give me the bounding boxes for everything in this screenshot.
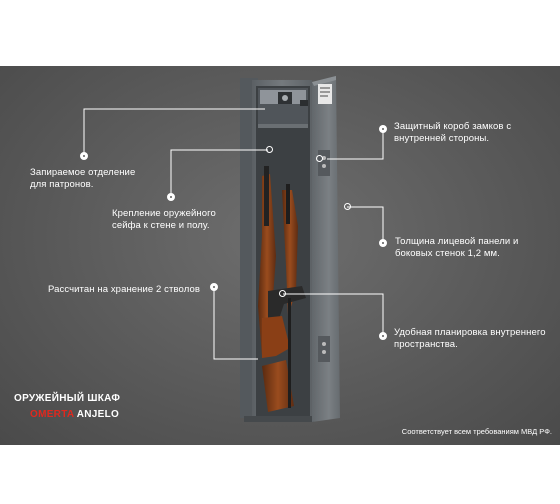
capacity-label: Рассчитан на хранение 2 стволов <box>48 284 200 295</box>
cartridge-compartment <box>258 88 308 128</box>
callout-lines <box>83 108 384 360</box>
lock-box-dot <box>379 125 387 133</box>
brand-name-red: OMERTA <box>30 409 75 420</box>
wall-mount-dot <box>167 193 175 201</box>
safe-illustration <box>83 76 384 422</box>
lock-box-label: Защитный короб замков с внутренней сторо… <box>394 121 512 144</box>
capacity-dot <box>210 283 218 291</box>
product-panel: Запираемое отделение для патронов. Крепл… <box>0 66 560 445</box>
cartridge-compartment-dot <box>80 152 88 160</box>
product-title: ОРУЖЕЙНЫЙ ШКАФ <box>14 393 121 404</box>
cartridge-compartment-label: Запираемое отделение для патронов. <box>30 167 136 190</box>
layout-anchor-dot <box>279 290 286 297</box>
thickness-anchor-dot <box>344 203 351 210</box>
product-brand: OMERTA ANJELO <box>30 409 119 420</box>
safe-door <box>312 76 340 422</box>
cartridge-anchor-dot <box>266 146 273 153</box>
rifle-graphic <box>258 166 306 412</box>
layout-dot <box>379 332 387 340</box>
wall-mount-label: Крепление оружейного сейфа к стене и пол… <box>112 208 216 231</box>
layout-label: Удобная планировка внутреннего пространс… <box>394 327 546 350</box>
brand-name-white: ANJELO <box>74 409 120 420</box>
lock-anchor-dot <box>316 155 323 162</box>
compliance-note: Соответствует всем требованиям МВД РФ. <box>401 427 552 436</box>
panel-thickness-label: Толщина лицевой панели и боковых стенок … <box>395 236 519 259</box>
panel-thickness-dot <box>379 239 387 247</box>
